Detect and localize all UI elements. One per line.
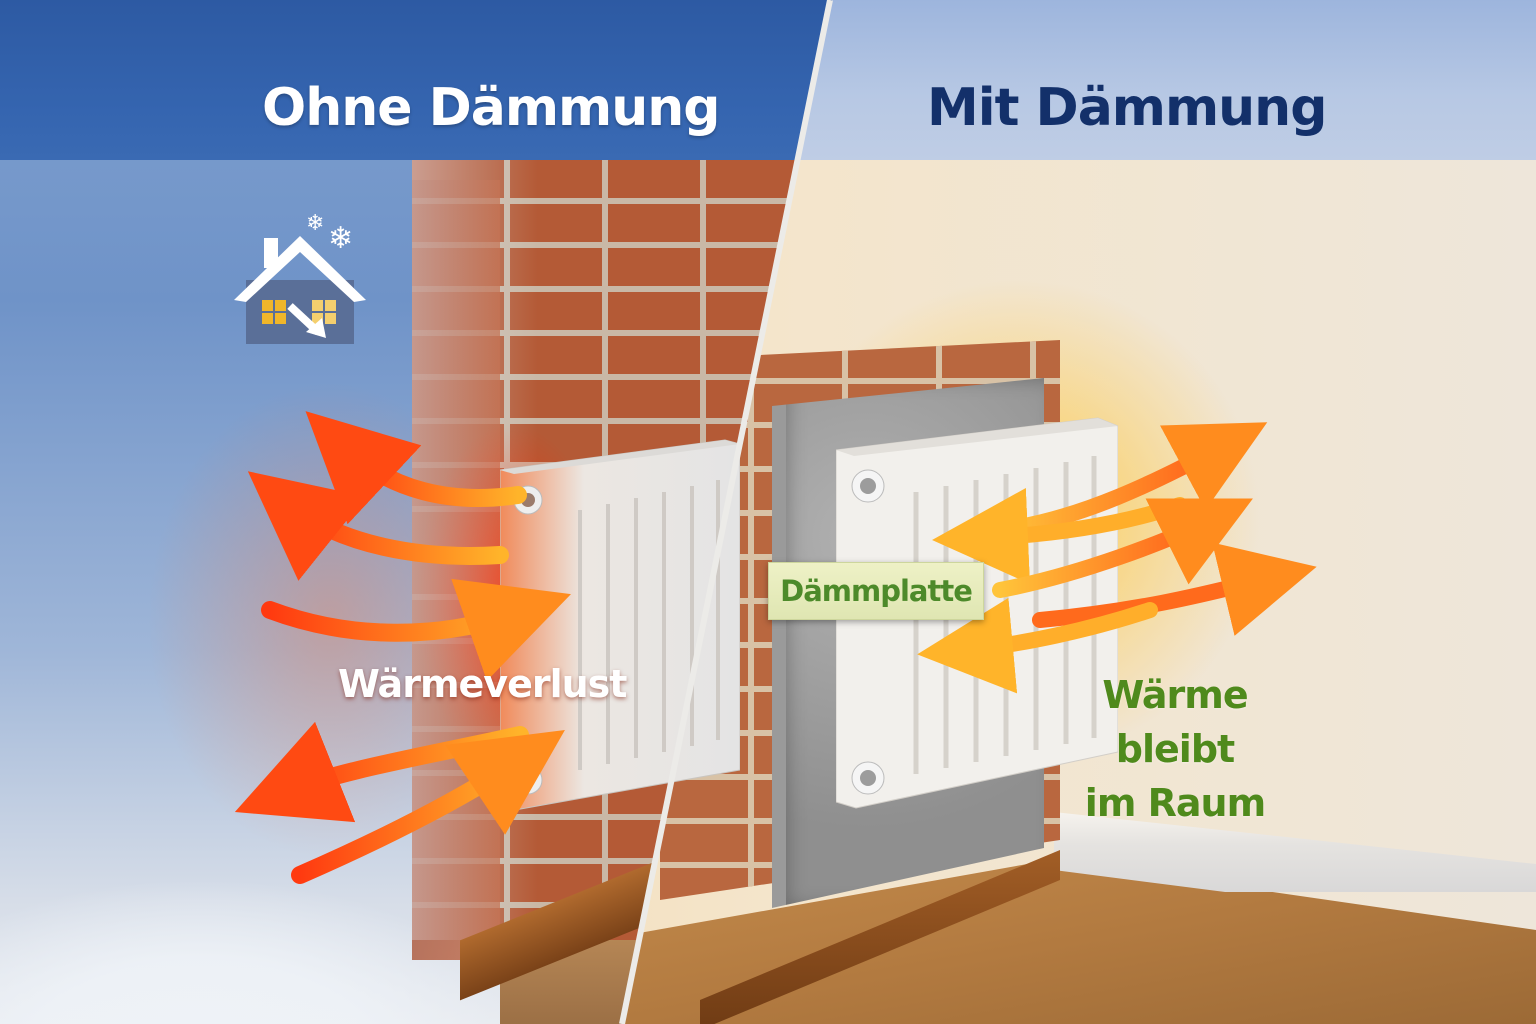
warm-header-band	[790, 0, 1536, 160]
snowflake-icon: ❄	[328, 221, 353, 256]
heat-loss-label: Wärmeverlust	[338, 662, 627, 706]
snowflake-icon: ❄	[306, 211, 324, 236]
heat-retained-line-1: Wärme bleibt	[1102, 673, 1248, 771]
heat-retained-line-2: im Raum	[1084, 781, 1266, 825]
radiator-left	[500, 439, 740, 811]
cold-house-heat-loss-icon: ❄ ❄	[234, 211, 366, 344]
insulation-board-tag: Dämmplatte	[768, 562, 984, 620]
title-with-insulation: Mit Dämmung	[927, 78, 1327, 138]
title-without-insulation: Ohne Dämmung	[262, 78, 720, 138]
insulation-board-label: Dämmplatte	[780, 574, 973, 608]
heat-retained-label: Wärme bleibt im Raum	[1040, 668, 1310, 830]
